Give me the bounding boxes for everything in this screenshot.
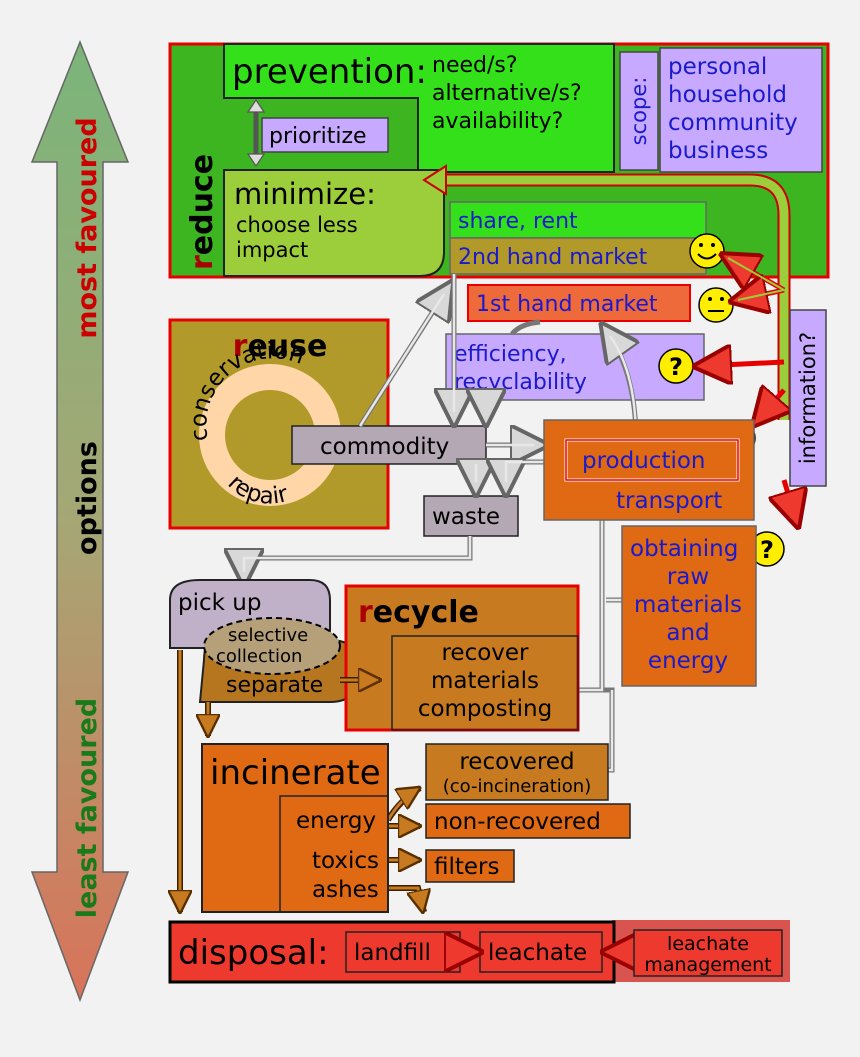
favour-scale-arrow: most favoured options least favoured (30, 39, 130, 1003)
information-label: information? (796, 332, 820, 464)
raw-line-4: and (666, 620, 709, 646)
filters-label: filters (434, 854, 500, 880)
scale-options: options (72, 441, 103, 555)
pick-up-label: pick up (178, 590, 261, 616)
non-recovered-label: non-recovered (434, 809, 601, 835)
recycle-line-3: composting (418, 696, 552, 722)
energy-label: energy (296, 808, 376, 834)
landfill-label: landfill (354, 940, 431, 966)
second-hand-box (449, 237, 707, 275)
commodity-box (291, 425, 487, 465)
minimize-line-2: impact (236, 238, 308, 262)
raw-line-1: obtaining (630, 536, 738, 562)
question-availability: availability? (432, 109, 563, 134)
raw-line-3: materials (634, 592, 742, 618)
question-alternative: alternative/s? (432, 81, 582, 106)
incinerate-title: incinerate (210, 753, 381, 793)
management-line-1: leachate (667, 933, 749, 955)
recycle-inner-box (391, 635, 579, 731)
scope-label-box (619, 51, 659, 171)
toxics-label: toxics (312, 848, 379, 874)
disposal-title: disposal: (178, 933, 329, 973)
non-recovered-box (425, 803, 631, 839)
second-hand-label: 2nd hand market (458, 245, 648, 270)
commodity-label: commodity (320, 434, 449, 460)
svg-text:?: ? (669, 353, 683, 381)
raw-line-2: raw (667, 564, 709, 590)
prevention-label: prevention: (232, 52, 427, 92)
scope-personal: personal (668, 54, 767, 80)
first-hand-label: 1st hand market (476, 292, 658, 317)
leachate-label: leachate (488, 940, 587, 966)
prioritize-label: prioritize (269, 124, 367, 149)
selective-collection-ellipse (203, 617, 341, 675)
share-rent-box (449, 201, 707, 239)
selective-line-2: collection (216, 646, 302, 667)
market-group: share, rent 2nd hand market 1st hand mar… (445, 201, 707, 401)
recovered-label: recovered (459, 749, 574, 775)
separate-label: separate (226, 673, 323, 698)
prioritize-double-arrow (246, 98, 266, 168)
scope-list-box (659, 47, 823, 173)
recycle-block: recycle recover materials composting (344, 584, 580, 732)
transport-label: transport (616, 488, 722, 514)
efficiency-line-2: recyclability (454, 370, 587, 395)
recycle-line-2: materials (431, 668, 539, 694)
incinerate-block: incinerate energy toxics ashes recovered… (201, 743, 631, 913)
recycle-line-1: recover (441, 640, 529, 666)
waste-label: waste (432, 504, 500, 530)
question-badge-efficiency-icon: ? (658, 348, 694, 384)
neutral-face-icon (698, 287, 734, 323)
management-line-2: management (644, 954, 771, 976)
reduce-title: reduce (185, 154, 220, 270)
first-hand-box (467, 284, 691, 322)
question-need: need/s? (432, 53, 518, 78)
raw-materials-box (621, 525, 757, 687)
landfill-box (345, 931, 461, 973)
production-label: production (582, 448, 706, 474)
minimize-line-1: choose less (236, 213, 358, 237)
coincineration-label: (co-incineration) (443, 776, 591, 797)
raw-line-5: energy (648, 648, 728, 674)
happy-face-icon (689, 233, 725, 269)
scope-household: household (668, 82, 787, 108)
information-box (789, 309, 827, 487)
scale-most-favoured: most favoured (72, 117, 103, 338)
prioritize-box (261, 117, 389, 153)
recovered-box (425, 743, 609, 801)
reduce-block: reduce prevention: need/s? alternative/s… (168, 42, 830, 279)
selective-line-1: selective (228, 625, 308, 646)
scope-community: community (668, 110, 798, 136)
reuse-block: reuse conservation repair (168, 318, 390, 530)
reuse-title: reuse (233, 329, 328, 364)
leachate-management-box (633, 929, 783, 977)
minimize-label: minimize: (234, 177, 376, 211)
share-rent-label: share, rent (458, 209, 578, 234)
scale-least-favoured: least favoured (72, 698, 103, 918)
collection-group: pick up selective collection separate (169, 579, 362, 703)
scope-business: business (668, 138, 768, 164)
svg-text:?: ? (760, 536, 774, 564)
ashes-label: ashes (312, 877, 379, 903)
efficiency-line-1: efficiency, (454, 342, 567, 367)
recycle-title: recycle (358, 595, 479, 630)
scope-label: scope: (627, 77, 651, 146)
filters-box (425, 849, 515, 883)
disposal-block: disposal: landfill leachate leachate man… (168, 920, 790, 984)
